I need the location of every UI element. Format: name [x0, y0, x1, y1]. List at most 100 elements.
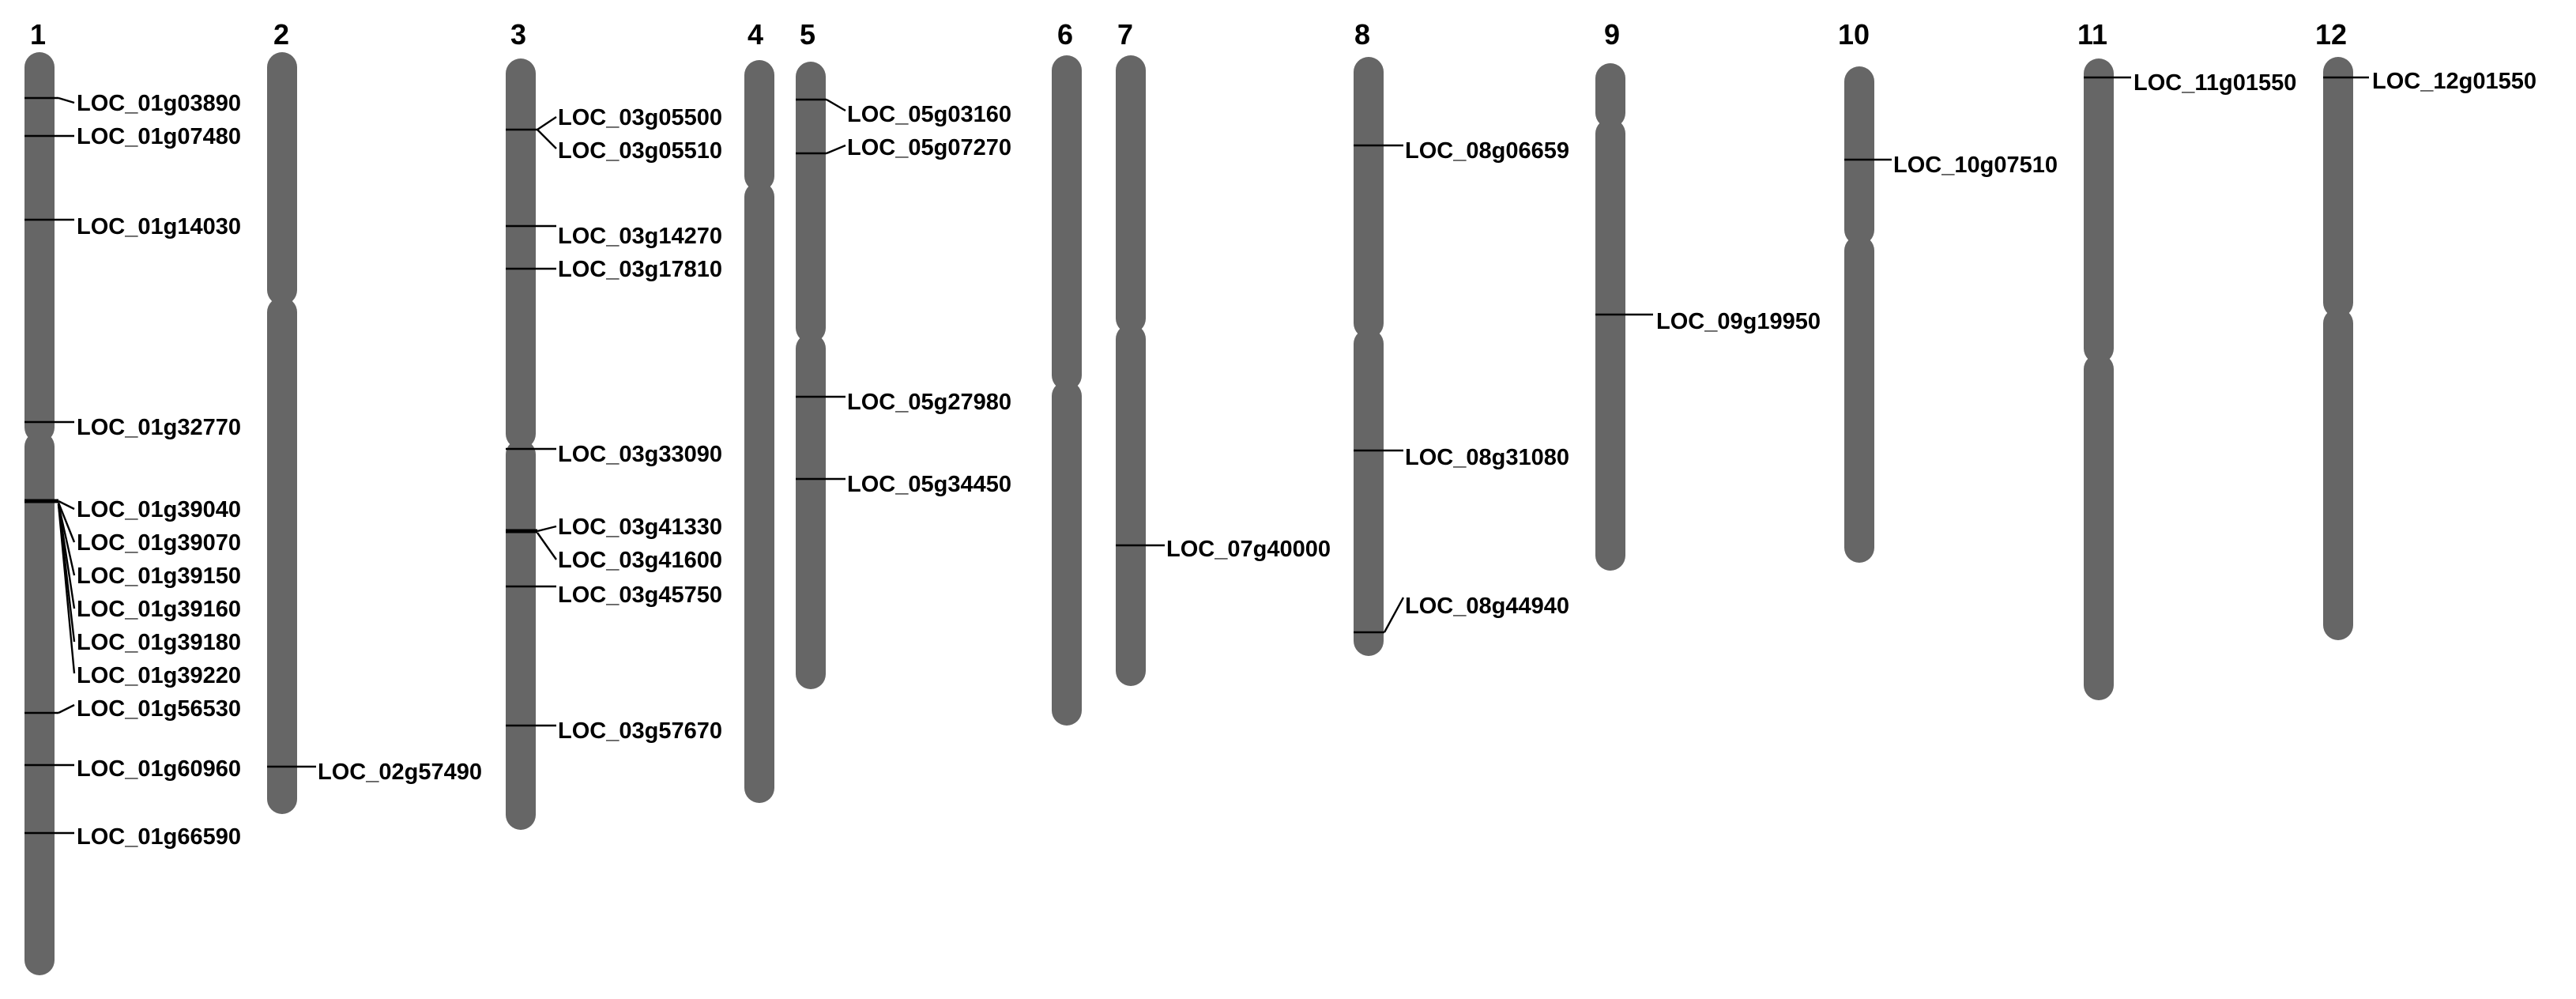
gene-marker: LOC_03g05500 [506, 105, 722, 131]
gene-marker: LOC_03g45750 [506, 582, 722, 608]
gene-label: LOC_01g03890 [77, 91, 241, 116]
gene-label: LOC_01g32770 [77, 415, 241, 440]
chromosome-arm-short [744, 60, 774, 191]
chromosome-number: 11 [2077, 18, 2107, 51]
gene-label: LOC_08g06659 [1405, 138, 1569, 164]
gene-label: LOC_01g39150 [77, 564, 241, 589]
gene-label: LOC_10g07510 [1893, 153, 2058, 178]
gene-marker: LOC_07g40000 [1116, 537, 1331, 562]
gene-label: LOC_07g40000 [1166, 537, 1331, 562]
chromosome-arm-short [24, 52, 55, 443]
chromosome-7: 7 LOC_07g40000 [1116, 18, 1331, 686]
gene-marker: LOC_01g60960 [24, 756, 241, 782]
chromosome-number: 2 [273, 18, 289, 51]
chromosome-5: 5 LOC_05g03160 LOC_05g07270 LOC_05g27980… [796, 18, 1011, 689]
gene-marker: LOC_03g14270 [506, 224, 722, 249]
chromosome-arm-short [267, 52, 297, 305]
gene-marker: LOC_03g33090 [506, 442, 722, 467]
gene-label: LOC_01g66590 [77, 824, 241, 850]
gene-label: LOC_03g41600 [558, 548, 722, 573]
gene-label: LOC_05g07270 [847, 135, 1011, 160]
chromosome-2: 2 LOC_02g57490 [267, 18, 482, 814]
chromosome-arm-long [2084, 354, 2114, 700]
gene-marker: LOC_05g34450 [796, 472, 1011, 497]
gene-marker: LOC_05g03160 [796, 98, 1011, 127]
gene-marker: LOC_03g05510 [537, 129, 722, 164]
chromosome-number: 5 [800, 18, 815, 51]
chromosome-number: 12 [2315, 18, 2347, 51]
chromosome-arm-short [1595, 63, 1625, 128]
chromosome-arm-short [1052, 55, 1082, 390]
gene-label: LOC_01g56530 [77, 696, 241, 722]
gene-marker: LOC_11g01550 [2084, 70, 2296, 96]
gene-label: LOC_03g57670 [558, 718, 722, 744]
chromosome-arm-short [796, 62, 826, 343]
gene-marker: LOC_03g41330 [506, 515, 722, 540]
chromosome-1: 1 LOC_01g03890 LOC_01g07480 LOC_01g14030… [24, 18, 241, 975]
chromosome-number: 3 [510, 18, 526, 51]
chromosome-11: 11 LOC_11g01550 [2077, 18, 2296, 700]
gene-marker: LOC_01g39150 [57, 503, 241, 589]
chromosome-6: 6 [1052, 18, 1082, 726]
chromosome-arm-long [267, 297, 297, 814]
gene-marker: LOC_09g19950 [1595, 309, 1821, 334]
chromosome-arm-short [1844, 66, 1874, 245]
gene-marker: LOC_05g07270 [796, 135, 1011, 160]
gene-marker: LOC_10g07510 [1844, 153, 2058, 178]
chromosome-arm-long [1354, 329, 1384, 656]
gene-label: LOC_03g14270 [558, 224, 722, 249]
chromosome-arm-long [2323, 308, 2353, 640]
gene-marker: LOC_03g57670 [506, 718, 722, 744]
gene-label: LOC_01g39160 [77, 597, 241, 622]
gene-label: LOC_03g33090 [558, 442, 722, 467]
gene-label: LOC_01g39070 [77, 530, 241, 556]
chromosome-number: 10 [1838, 18, 1870, 51]
gene-marker: LOC_01g39070 [57, 502, 241, 556]
gene-marker: LOC_01g39220 [57, 503, 241, 688]
chromosome-arm-long [1052, 381, 1082, 726]
chromosome-number: 8 [1354, 18, 1370, 51]
gene-label: LOC_05g34450 [847, 472, 1011, 497]
chromosome-3: 3 LOC_03g05500 LOC_03g05510 LOC_03g14270… [506, 18, 722, 830]
chromosome-arm-short [1354, 57, 1384, 338]
chromosome-arm-long [1116, 324, 1146, 686]
chromosome-number: 4 [748, 18, 763, 51]
gene-label: LOC_03g05510 [558, 138, 722, 164]
chromosome-4: 4 [744, 18, 774, 803]
chromosome-arm-long [744, 182, 774, 803]
gene-marker: LOC_08g31080 [1354, 445, 1569, 470]
gene-marker: LOC_03g41600 [537, 532, 722, 573]
gene-label: LOC_08g31080 [1405, 445, 1569, 470]
gene-marker: LOC_05g27980 [796, 390, 1011, 415]
chromosome-9: 9 LOC_09g19950 [1595, 18, 1821, 571]
gene-marker: LOC_08g06659 [1354, 138, 1569, 164]
gene-marker: LOC_03g17810 [506, 257, 722, 282]
chromosome-arm-long [506, 439, 536, 830]
gene-label: LOC_01g39220 [77, 663, 241, 688]
gene-label: LOC_01g39180 [77, 630, 241, 655]
gene-label: LOC_01g07480 [77, 124, 241, 149]
gene-label: LOC_01g60960 [77, 756, 241, 782]
chromosome-number: 1 [30, 18, 46, 51]
gene-label: LOC_02g57490 [318, 760, 482, 785]
gene-marker: LOC_01g39180 [57, 503, 241, 655]
gene-label: LOC_01g39040 [77, 497, 241, 522]
chromosome-arm-short [506, 58, 536, 449]
chromosome-arm-short [2323, 57, 2353, 318]
gene-label: LOC_11g01550 [2133, 70, 2296, 96]
gene-label: LOC_03g45750 [558, 582, 722, 608]
chromosome-8: 8 LOC_08g06659 LOC_08g31080 LOC_08g44940 [1354, 18, 1569, 656]
gene-label: LOC_05g27980 [847, 390, 1011, 415]
gene-marker: LOC_01g66590 [24, 824, 241, 850]
chromosome-10: 10 LOC_10g07510 [1838, 18, 2058, 563]
gene-marker: LOC_01g07480 [24, 124, 241, 149]
gene-marker: LOC_01g39040 [24, 497, 241, 522]
chromosome-arm-long [1595, 119, 1625, 571]
gene-label: LOC_05g03160 [847, 102, 1011, 127]
chromosome-number: 6 [1057, 18, 1073, 51]
gene-marker: LOC_01g14030 [24, 214, 241, 239]
gene-label: LOC_03g17810 [558, 257, 722, 282]
chromosome-arm-long [24, 432, 55, 975]
chromosome-arm-short [2084, 58, 2114, 364]
